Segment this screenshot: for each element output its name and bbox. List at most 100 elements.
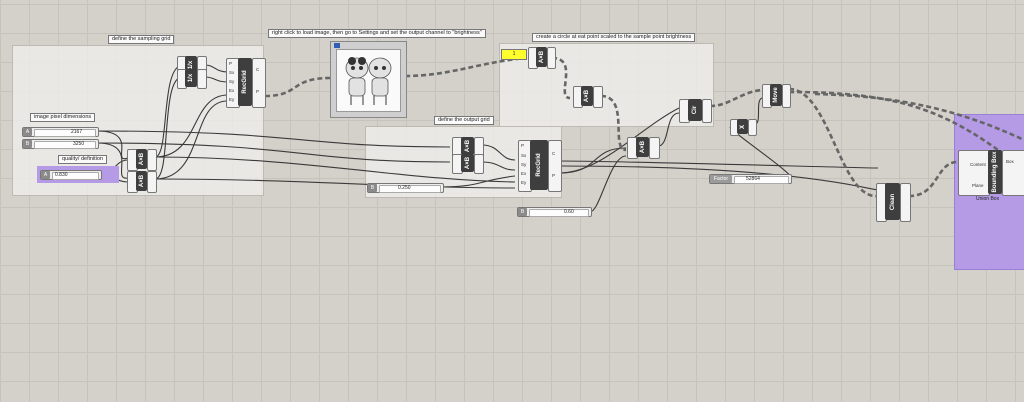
component-body: RecGrid (530, 140, 548, 190)
clean-component[interactable]: Clean (876, 183, 911, 222)
component-body: 1/x (185, 69, 197, 87)
component-body: A×B (136, 171, 147, 191)
component-label: A×B (538, 50, 545, 64)
port-content[interactable]: Content (970, 162, 986, 167)
component-body: RecGrid (238, 58, 252, 106)
port-p[interactable]: P (552, 173, 556, 178)
port-c[interactable]: C (552, 151, 556, 156)
port-sy[interactable]: Sy (229, 79, 235, 84)
port-p[interactable]: P (521, 143, 525, 148)
union-box-label: Union Box (976, 196, 1000, 202)
component-label: Bounding Box (992, 151, 998, 193)
outputs (147, 149, 157, 171)
component-label: 1/x (188, 73, 194, 83)
component-label: A×B (639, 140, 646, 154)
slider-track (52, 172, 99, 180)
recgrid-component-sampling[interactable]: P Sx Sy Ex Ey RecGrid C P (226, 58, 266, 108)
pixel-dims-label: image pixel dimensions (30, 113, 96, 122)
circle-component[interactable]: Cir (679, 99, 712, 123)
move-component[interactable]: Move (762, 84, 791, 108)
component-label: Move (773, 87, 779, 103)
ratio-slider[interactable]: B 0.60 (517, 207, 592, 217)
multiply-component-5[interactable]: A×B (528, 47, 556, 69)
outputs: C P (548, 140, 562, 192)
inputs: Content Plane (958, 150, 990, 196)
multiply-component-3[interactable]: A×B (452, 137, 484, 157)
component-label: Clean (889, 193, 896, 210)
port-ex[interactable]: Ex (229, 88, 235, 93)
quality-label: quality/ definition (58, 155, 107, 164)
outputs (702, 99, 712, 123)
outputs (900, 183, 911, 222)
multiply-component-1[interactable]: A×B (127, 149, 157, 171)
component-body: Move (770, 84, 782, 106)
multiply-component-6[interactable]: A×B (573, 86, 603, 108)
component-label: RecGrid (536, 153, 542, 177)
group-label-image-note: right click to load image, then go to Se… (268, 29, 486, 38)
inverse-component-2[interactable]: 1/x (177, 69, 207, 89)
component-label: A×B (138, 174, 145, 188)
component-body: X (737, 119, 748, 134)
port-c[interactable]: C (256, 67, 260, 72)
slider-track (734, 176, 789, 184)
quality-slider[interactable]: A 0.830 (40, 170, 102, 180)
component-body: A×B (536, 47, 547, 67)
image-preview (336, 49, 401, 112)
group-label-sampling: define the sampling grid (108, 35, 175, 44)
component-label: RecGrid (242, 70, 248, 94)
slider-track (34, 141, 96, 149)
port-box[interactable]: Box (1006, 159, 1014, 164)
port-ey[interactable]: Ey (521, 180, 527, 185)
multiply-component-7[interactable]: A×B (627, 137, 660, 159)
component-body: A×B (581, 86, 593, 106)
multiply-component-4[interactable]: A×B (452, 154, 484, 174)
image-sampler[interactable] (330, 41, 407, 118)
width-slider[interactable]: A 2167 (22, 127, 99, 137)
port-ey[interactable]: Ey (229, 97, 235, 102)
port-ex[interactable]: Ex (521, 171, 527, 176)
group-label-circle: create a circle at eat point scaled to t… (532, 33, 696, 42)
factor-label: Factor (710, 175, 732, 183)
outputs (748, 119, 757, 136)
component-body: Bounding Box (988, 150, 1002, 194)
image-icon (334, 43, 340, 48)
outputs (649, 137, 660, 159)
port-p[interactable]: P (256, 89, 260, 94)
ratio-value: 0.60 (564, 209, 574, 215)
inputs: P Sx Sy Ex Ey (226, 58, 240, 108)
component-label: Cir (692, 105, 698, 115)
slider-tag: B (518, 208, 527, 216)
bounding-box-component[interactable]: Content Plane Bounding Box Box Union Box (958, 150, 1024, 202)
component-label: A×B (464, 156, 471, 170)
factor-slider[interactable]: Factor 52864 (709, 174, 792, 184)
slider-tag: A (41, 171, 50, 179)
component-label: A×B (464, 139, 471, 153)
outputs (547, 47, 556, 69)
output-size-slider[interactable]: B 0.250 (367, 183, 444, 193)
robot-figures-image (345, 57, 392, 105)
unit-x-component[interactable]: X (730, 119, 757, 136)
recgrid-component-output[interactable]: P Sx Sy Ex Ey RecGrid C P (518, 140, 562, 192)
port-sy[interactable]: Sy (521, 162, 527, 167)
slider-track (34, 129, 96, 137)
height-value: 3250 (73, 141, 85, 147)
output-size-value: 0.250 (398, 185, 411, 191)
multiply-component-2[interactable]: A×B (127, 171, 157, 193)
outputs (782, 84, 791, 108)
port-sx[interactable]: Sx (521, 153, 527, 158)
component-body: A×B (636, 137, 649, 157)
outputs (474, 154, 484, 174)
port-plane[interactable]: Plane (972, 183, 984, 188)
height-slider[interactable]: B 3250 (22, 139, 99, 149)
component-body: Cir (688, 99, 702, 121)
component-body: A×B (461, 137, 474, 155)
quality-value: 0.830 (55, 172, 68, 178)
port-sx[interactable]: Sx (229, 70, 235, 75)
slider-tag: A (23, 128, 32, 136)
factor-value: 52864 (746, 176, 760, 182)
width-value: 2167 (71, 129, 83, 135)
port-p[interactable]: P (229, 61, 233, 66)
number-panel[interactable]: 1 (501, 49, 527, 60)
